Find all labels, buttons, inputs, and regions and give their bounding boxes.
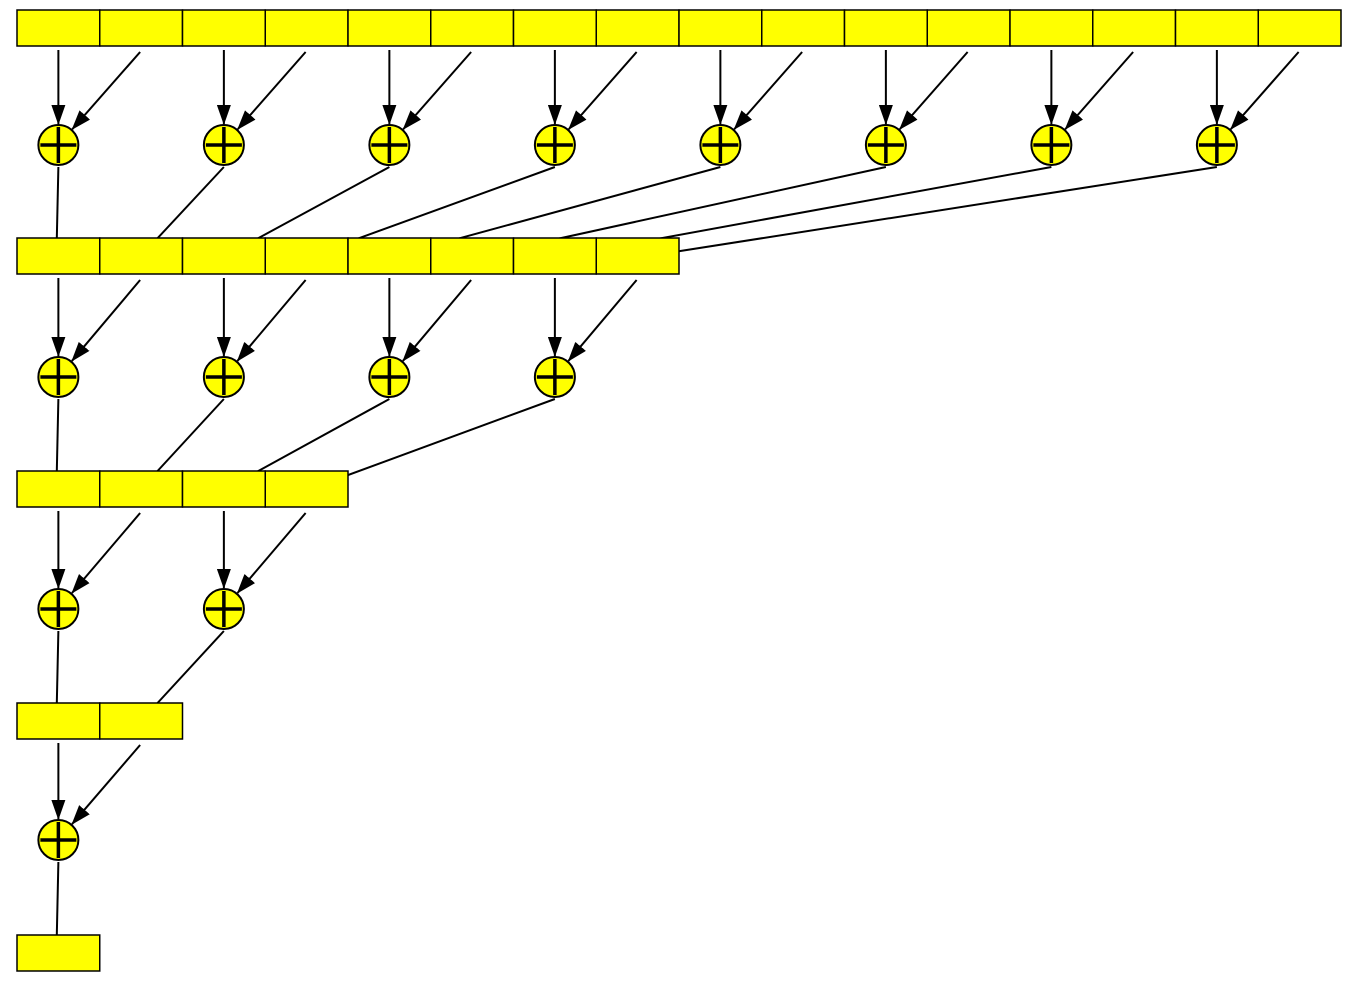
plus-icon: [40, 359, 77, 395]
adder-node: [368, 356, 411, 398]
adder-node: [37, 356, 80, 398]
edge-in-right-L0-5: [898, 51, 969, 130]
cell-level-2-3: [264, 470, 349, 508]
plus-icon: [40, 822, 77, 858]
cell-level-2-0: [16, 470, 101, 508]
plus-icon: [205, 591, 242, 627]
cell-level-2-1: [99, 470, 184, 508]
cell-level-0-3: [264, 9, 349, 47]
plus-icon: [205, 127, 242, 163]
cell-level-1-3: [264, 237, 349, 275]
cell-row-level-4: [16, 934, 101, 972]
edge-in-right-L0-2: [402, 51, 472, 130]
edge-in-right-L2-1: [236, 512, 307, 594]
plus-icon: [867, 127, 904, 163]
cell-level-1-5: [430, 237, 515, 275]
cell-level-0-10: [843, 9, 928, 47]
cell-level-1-1: [99, 237, 184, 275]
plus-icon: [702, 127, 739, 163]
nodes-layer: [37, 124, 1238, 861]
cell-level-0-4: [347, 9, 432, 47]
cell-level-0-12: [1009, 9, 1094, 47]
cell-level-1-0: [16, 237, 101, 275]
edge-in-right-L0-1: [236, 51, 307, 130]
adder-node: [202, 356, 245, 398]
adder-node: [1195, 124, 1238, 166]
adder-node: [202, 588, 245, 630]
cell-level-0-5: [430, 9, 515, 47]
edge-in-right-L0-3: [567, 51, 638, 130]
adder-node: [37, 124, 80, 166]
edge-out-L0-7: [634, 166, 1218, 262]
plus-icon: [536, 359, 573, 395]
edge-in-right-L0-7: [1229, 51, 1300, 130]
cell-level-2-2: [181, 470, 266, 508]
edge-in-right-L1-2: [402, 279, 472, 362]
cell-level-0-6: [512, 9, 597, 47]
cell-level-4-0: [16, 934, 101, 972]
edge-in-right-L0-6: [1064, 51, 1134, 130]
adder-node: [699, 124, 742, 166]
plus-icon: [371, 359, 408, 395]
cell-row-level-2: [16, 470, 349, 508]
plus-icon: [536, 127, 573, 163]
plus-icon: [205, 359, 242, 395]
adder-node: [1030, 124, 1073, 166]
cell-row-level-1: [16, 237, 680, 275]
edge-in-right-L0-4: [733, 51, 803, 130]
cell-level-0-11: [926, 9, 1011, 47]
cell-level-0-13: [1092, 9, 1177, 47]
adder-node: [533, 356, 576, 398]
cell-level-1-6: [512, 237, 597, 275]
cell-row-level-0: [16, 9, 1342, 47]
edge-in-right-L3-0: [71, 744, 141, 825]
plus-icon: [40, 591, 77, 627]
cell-level-1-2: [181, 237, 266, 275]
edge-in-right-L1-0: [71, 279, 141, 362]
adder-node: [533, 124, 576, 166]
cell-level-0-14: [1174, 9, 1259, 47]
cell-level-3-1: [99, 702, 184, 740]
edge-in-right-L1-3: [567, 279, 638, 362]
edge-in-right-L2-0: [71, 512, 141, 594]
edge-in-right-L1-1: [236, 279, 307, 362]
cell-level-0-15: [1257, 9, 1342, 47]
adder-node: [368, 124, 411, 166]
plus-icon: [371, 127, 408, 163]
cell-level-0-8: [678, 9, 763, 47]
cell-level-1-4: [347, 237, 432, 275]
cell-level-0-7: [595, 9, 680, 47]
edge-in-right-L0-0: [71, 51, 141, 130]
plus-icon: [1198, 127, 1235, 163]
cell-level-0-2: [181, 9, 266, 47]
cell-level-0-0: [16, 9, 101, 47]
cell-level-0-9: [761, 9, 846, 47]
plus-icon: [1033, 127, 1070, 163]
plus-icon: [40, 127, 77, 163]
cell-level-0-1: [99, 9, 184, 47]
adder-node: [37, 819, 80, 861]
cell-row-level-3: [16, 702, 184, 740]
adder-node: [864, 124, 907, 166]
adder-node: [37, 588, 80, 630]
adder-node: [202, 124, 245, 166]
cell-level-1-7: [595, 237, 680, 275]
cell-level-3-0: [16, 702, 101, 740]
cells-layer: [16, 9, 1342, 972]
